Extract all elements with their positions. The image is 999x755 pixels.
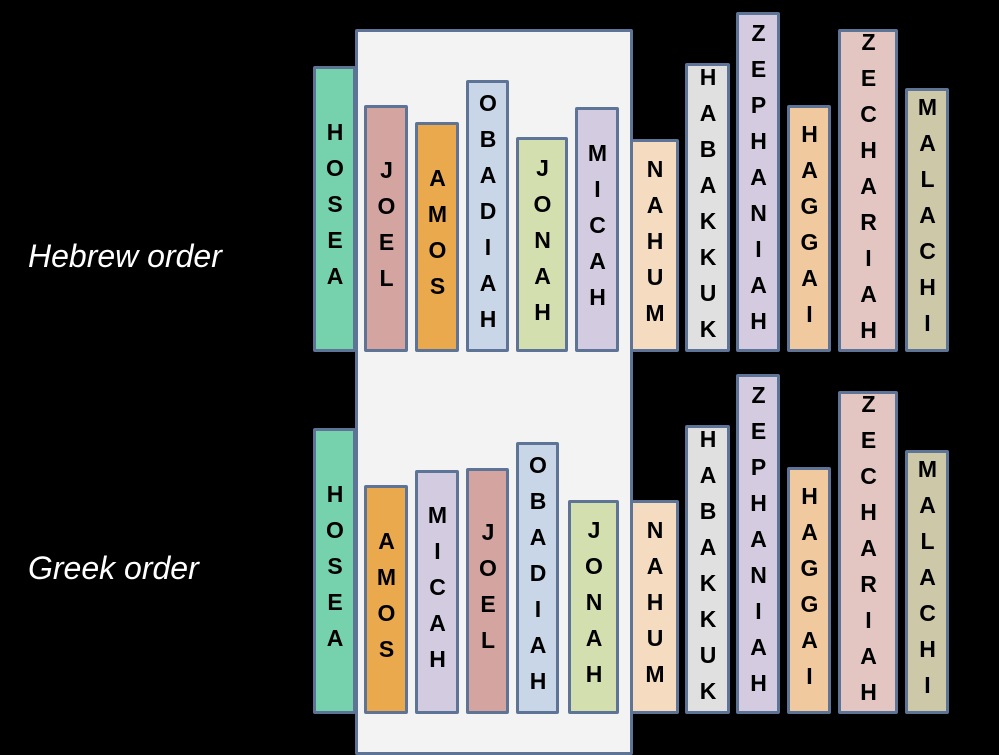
book-spine-title: JOEL [373,156,400,301]
hebrew-order-book-zechariah: ZECHARIAH [838,29,898,352]
book-spine-title: HAGGAI [796,482,823,699]
greek-order-book-joel: JOEL [466,468,509,714]
hebrew-order-book-malachi: MALACHI [905,88,949,352]
greek-order-book-obadiah: OBADIAH [516,442,559,714]
hebrew-order-book-joel: JOEL [364,105,408,352]
book-spine-title: HOSEA [322,481,348,661]
greek-order-book-zephaniah: ZEPHANIAH [736,374,780,714]
book-spine-title: ZEPHANIAH [745,20,772,344]
hebrew-order-book-haggai: HAGGAI [787,105,831,352]
hebrew-order-book-nahum: NAHUM [630,139,679,352]
book-spine-title: HABAKKUK [695,425,721,714]
book-spine-title: AMOS [373,527,400,672]
greek-order-book-zechariah: ZECHARIAH [838,391,898,714]
book-spine-title: AMOS [424,165,451,309]
book-spine-title: HOSEA [322,119,348,299]
greek-order-book-haggai: HAGGAI [787,467,831,714]
hebrew-order-book-hosea: HOSEA [313,66,356,352]
hebrew-order-book-zephaniah: ZEPHANIAH [736,12,780,352]
greek-order-label: Greek order [28,550,199,586]
greek-order-book-jonah: JONAH [568,500,619,714]
book-spine-title: MICAH [424,502,451,682]
greek-order-book-amos: AMOS [364,485,408,714]
book-spine-title: JOEL [475,519,501,663]
book-spine-title: MALACHI [914,456,941,708]
hebrew-order-book-micah: MICAH [575,107,619,352]
greek-order-book-malachi: MALACHI [905,450,949,714]
book-spine-title: NAHUM [642,155,668,336]
greek-order-book-habakkuk: HABAKKUK [685,425,730,714]
hebrew-order-book-habakkuk: HABAKKUK [685,63,730,352]
hebrew-order-book-jonah: JONAH [516,137,568,352]
book-spine-title: NAHUM [642,517,668,697]
book-spine-title: OBADIAH [475,90,501,342]
book-spine-title: HAGGAI [796,120,823,337]
book-spine-title: ZEPHANIAH [745,382,772,706]
book-spine-title: HABAKKUK [695,63,721,352]
hebrew-order-book-amos: AMOS [415,122,459,352]
book-spine-title: MALACHI [914,94,941,346]
hebrew-order-label: Hebrew order [28,238,222,274]
book-spine-title: ZECHARIAH [855,29,882,352]
hebrew-order-book-obadiah: OBADIAH [466,80,509,352]
greek-order-book-nahum: NAHUM [630,500,679,714]
book-spine-title: JONAH [529,154,556,335]
book-spine-title: ZECHARIAH [855,391,882,714]
book-spine-title: JONAH [581,517,607,697]
greek-order-book-hosea: HOSEA [313,428,356,714]
book-spine-title: OBADIAH [525,452,551,704]
book-spine-title: MICAH [584,139,611,320]
greek-order-book-micah: MICAH [415,470,459,714]
